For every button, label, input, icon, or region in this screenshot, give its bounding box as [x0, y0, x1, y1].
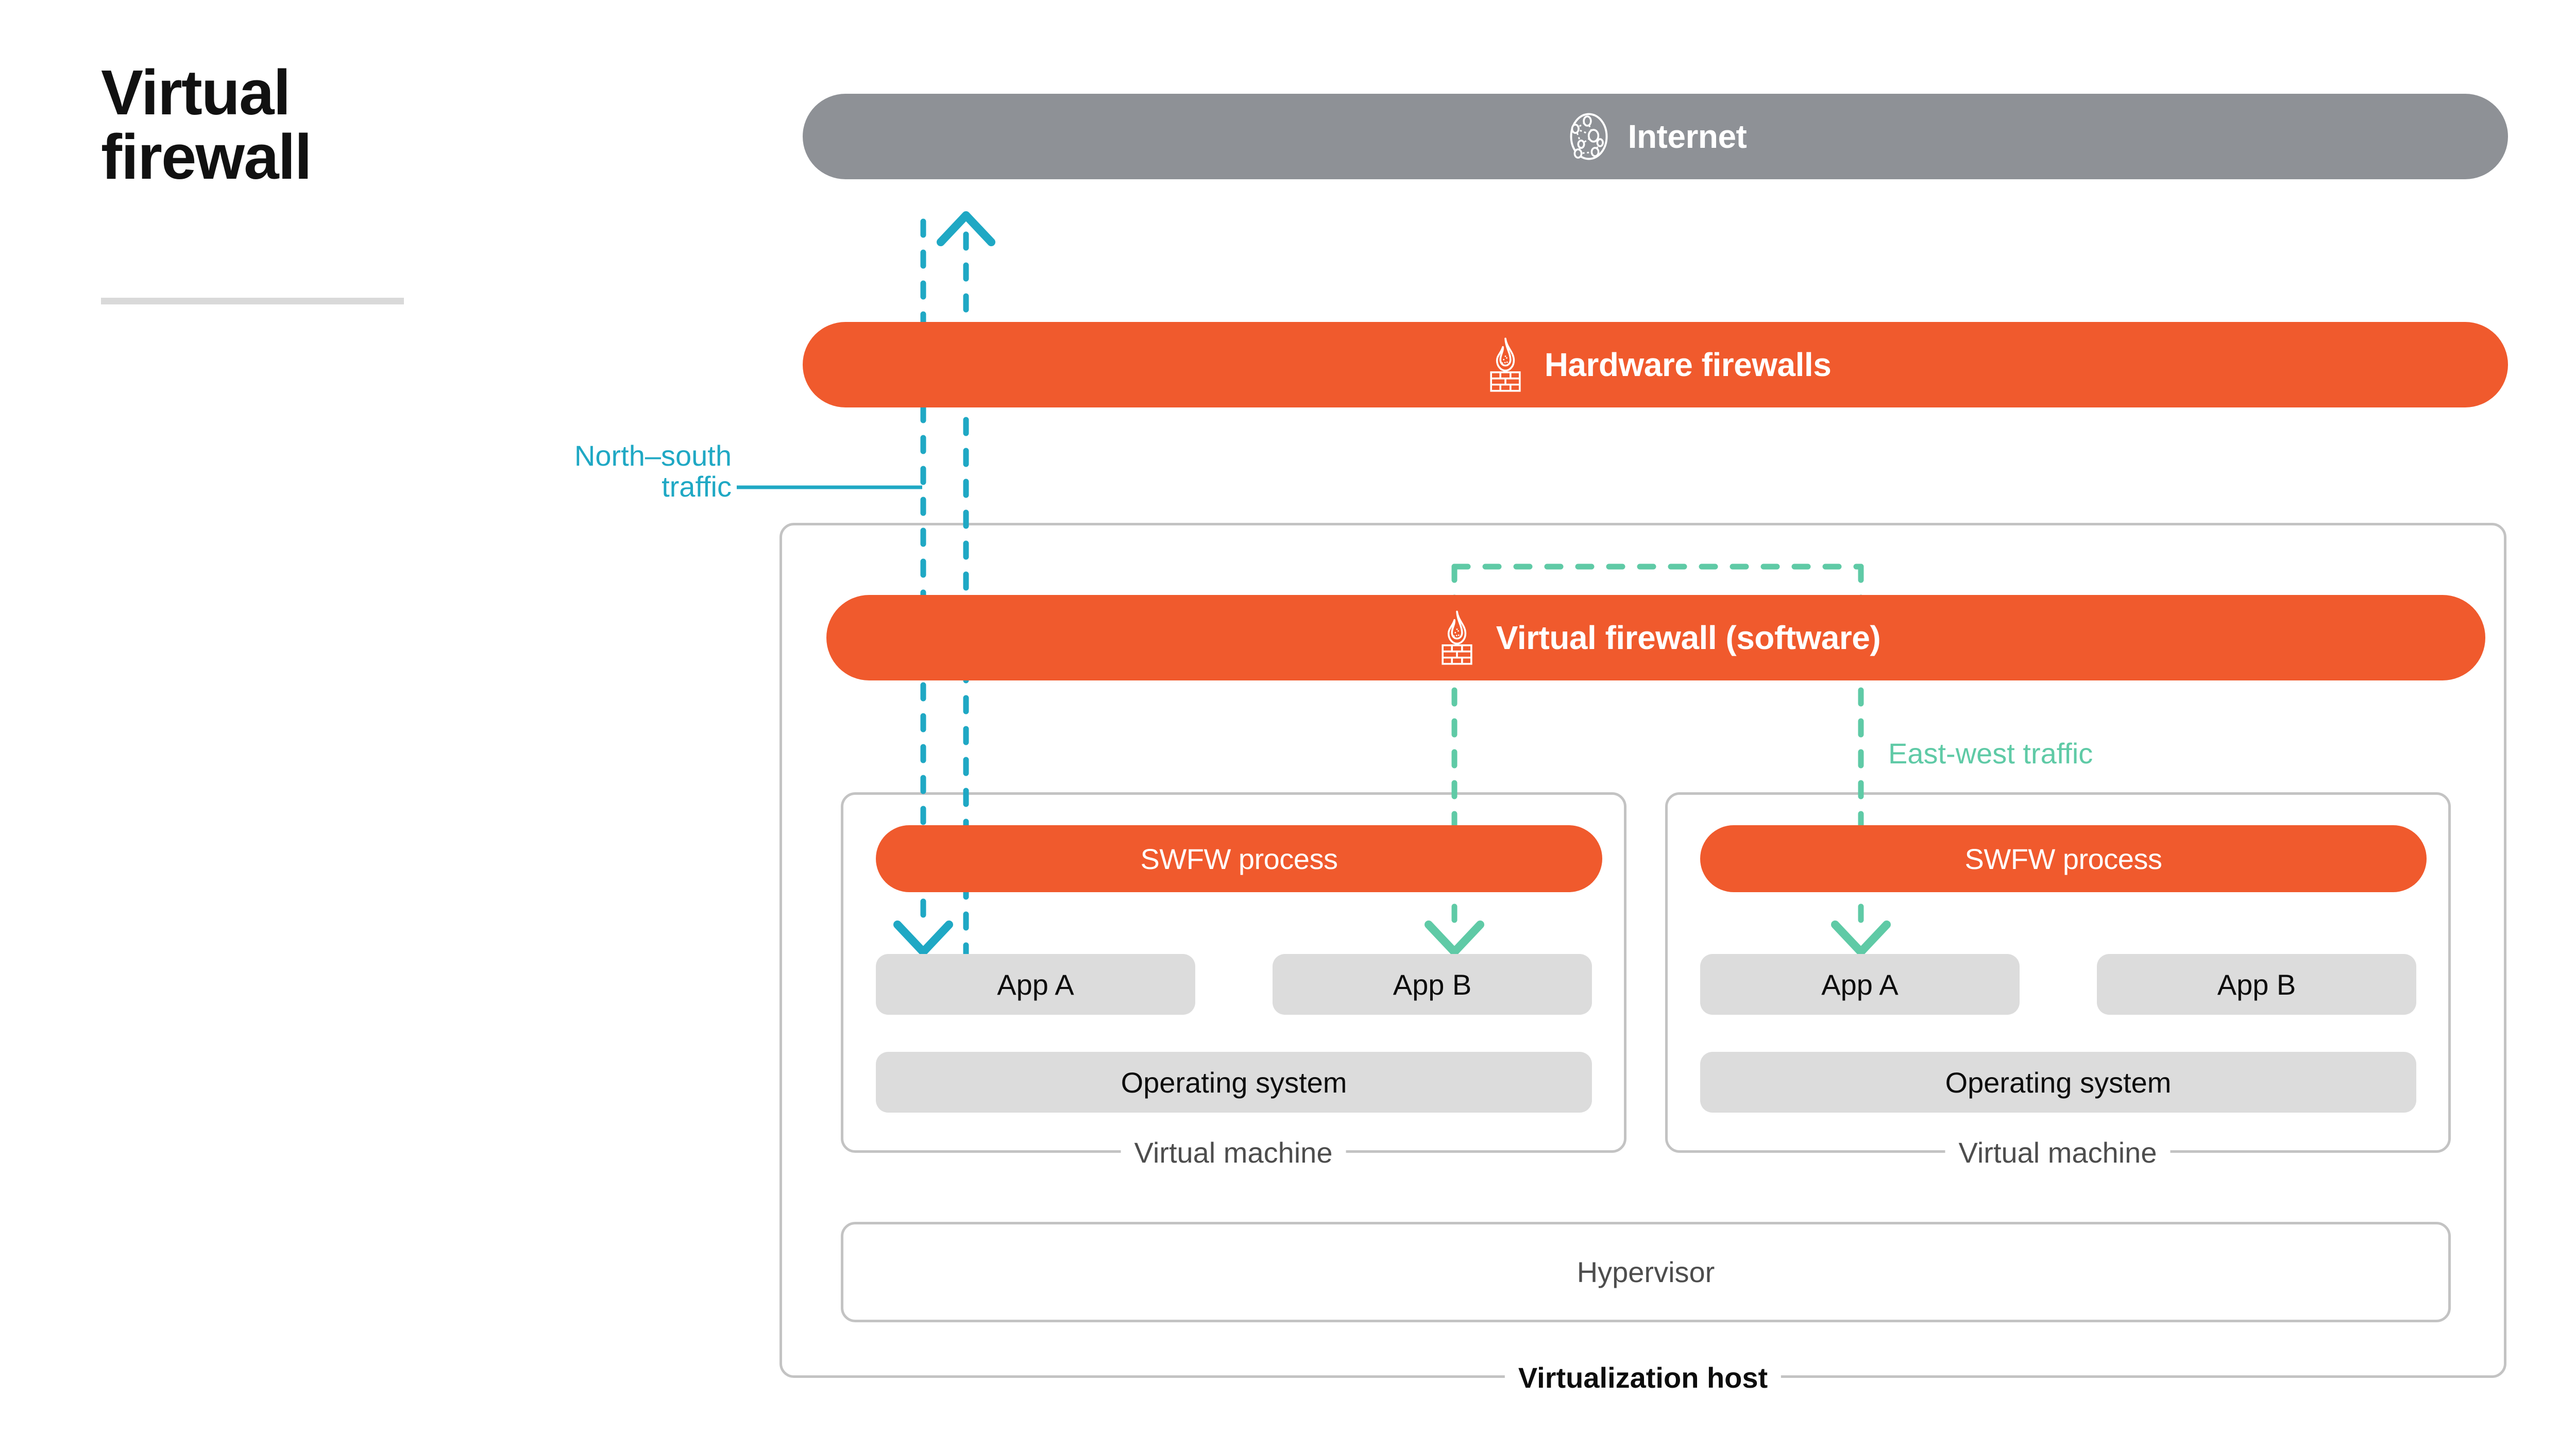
app-label: App A [997, 968, 1074, 1001]
north-south-up-arrowhead [937, 211, 995, 246]
virtual-firewall-bar-label: Virtual firewall (software) [1496, 619, 1881, 656]
network-globe-icon [1564, 112, 1614, 161]
virtualization-host-label: Virtualization host [1504, 1363, 1782, 1392]
hypervisor-label: Hypervisor [1577, 1256, 1715, 1288]
app-label: App A [1821, 968, 1899, 1001]
operating-system-label: Operating system [1945, 1066, 2172, 1099]
operating-system-label: Operating system [1121, 1066, 1347, 1099]
operating-system-pill-right[interactable]: Operating system [1700, 1052, 2416, 1113]
virtual-machine-label-right: Virtual machine [1945, 1138, 2171, 1167]
virtual-machine-label-left: Virtual machine [1121, 1138, 1346, 1167]
app-pill-a-left[interactable]: App A [876, 954, 1195, 1015]
swfw-process-pill-right[interactable]: SWFW process [1700, 825, 2427, 892]
swfw-process-pill-left[interactable]: SWFW process [876, 825, 1602, 892]
hypervisor-box[interactable]: Hypervisor [841, 1222, 2451, 1322]
firewall-flame-brick-icon [1480, 337, 1531, 393]
app-label: App B [1393, 968, 1472, 1001]
swfw-process-label: SWFW process [1140, 842, 1338, 875]
swfw-process-label: SWFW process [1964, 842, 2162, 875]
internet-bar-label: Internet [1628, 118, 1747, 155]
title-underline-rule [101, 298, 404, 304]
firewall-flame-brick-icon [1431, 610, 1483, 666]
virtual-firewall-bar[interactable]: Virtual firewall (software) [826, 595, 2485, 680]
east-west-traffic-label: East-west traffic [1888, 737, 2093, 770]
north-south-traffic-label: North–south traffic [574, 439, 732, 503]
internet-bar[interactable]: Internet [803, 94, 2508, 179]
hardware-firewalls-bar-label: Hardware firewalls [1544, 346, 1832, 383]
hardware-firewalls-bar[interactable]: Hardware firewalls [803, 322, 2508, 407]
app-label: App B [2217, 968, 2296, 1001]
app-pill-a-right[interactable]: App A [1700, 954, 2020, 1015]
app-pill-b-right[interactable]: App B [2097, 954, 2416, 1015]
page-title: Virtual firewall [101, 58, 312, 193]
operating-system-pill-left[interactable]: Operating system [876, 1052, 1592, 1113]
app-pill-b-left[interactable]: App B [1273, 954, 1592, 1015]
